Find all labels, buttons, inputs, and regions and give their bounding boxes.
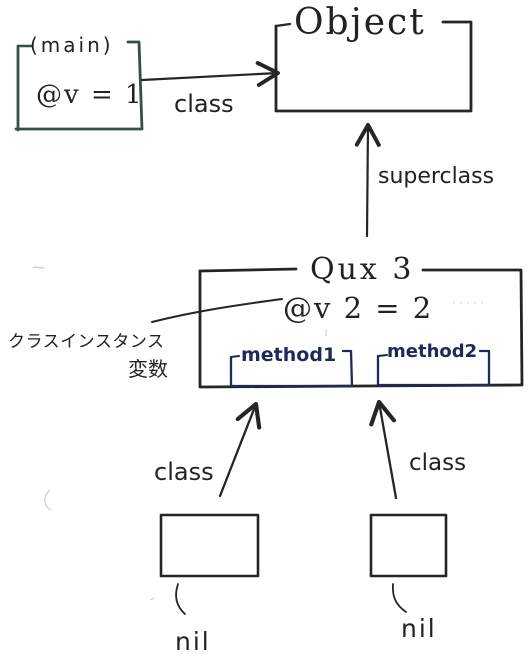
class-arrow-right: class	[369, 399, 466, 500]
class-arrow-left: class	[154, 401, 262, 498]
class-arrow-main-to-object: class	[140, 61, 280, 118]
object-class-title: Object	[294, 2, 426, 43]
nil-label-right: nil	[401, 614, 437, 643]
class-label-left: class	[154, 458, 214, 486]
method2-label: method2	[387, 341, 477, 362]
left-lower-object-box	[159, 513, 260, 578]
method1-box: method1	[229, 344, 354, 388]
class-instance-variable-label-line1: クラスインスタンス	[8, 332, 164, 352]
main-object-box: (main) @v = 1	[14, 33, 144, 132]
nil-label-left: nil	[175, 627, 211, 656]
left-nil-pointer: nil	[175, 583, 211, 656]
main-object-ivar: @v = 1	[36, 80, 144, 110]
class-instance-variable-label-line2: 変数	[128, 357, 168, 381]
right-nil-pointer: nil	[391, 583, 437, 643]
class-instance-variable-value: @v 2 = 2	[283, 291, 433, 325]
class-instance-variable-annotation: クラスインスタンス 変数	[8, 298, 283, 381]
class-label-main: class	[174, 90, 234, 118]
superclass-label: superclass	[378, 164, 494, 189]
qux3-class-box: Qux 3 @v 2 = 2	[198, 252, 524, 389]
superclass-arrow: superclass	[354, 123, 494, 238]
paper-marks	[32, 266, 488, 601]
qux3-class-title: Qux 3	[310, 252, 414, 287]
right-lower-object-box	[369, 513, 448, 578]
class-label-right: class	[409, 450, 466, 476]
method2-box: method2	[376, 341, 491, 387]
main-object-title: (main)	[30, 33, 114, 57]
object-class-box: Object	[274, 2, 473, 113]
method1-label: method1	[241, 344, 336, 366]
